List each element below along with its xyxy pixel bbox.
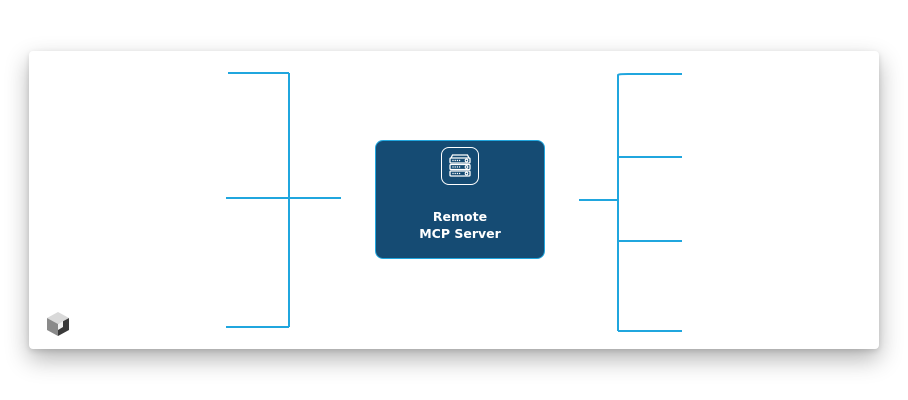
remote-mcp-server-node: Remote MCP Server <box>375 140 545 259</box>
server-rack-icon <box>441 147 479 185</box>
cube-logo-icon <box>46 311 70 337</box>
server-node-title: Remote MCP Server <box>376 208 544 242</box>
server-title-line-2: MCP Server <box>419 226 501 241</box>
right-connector-1 <box>617 73 682 76</box>
server-title-line-1: Remote <box>432 209 488 224</box>
